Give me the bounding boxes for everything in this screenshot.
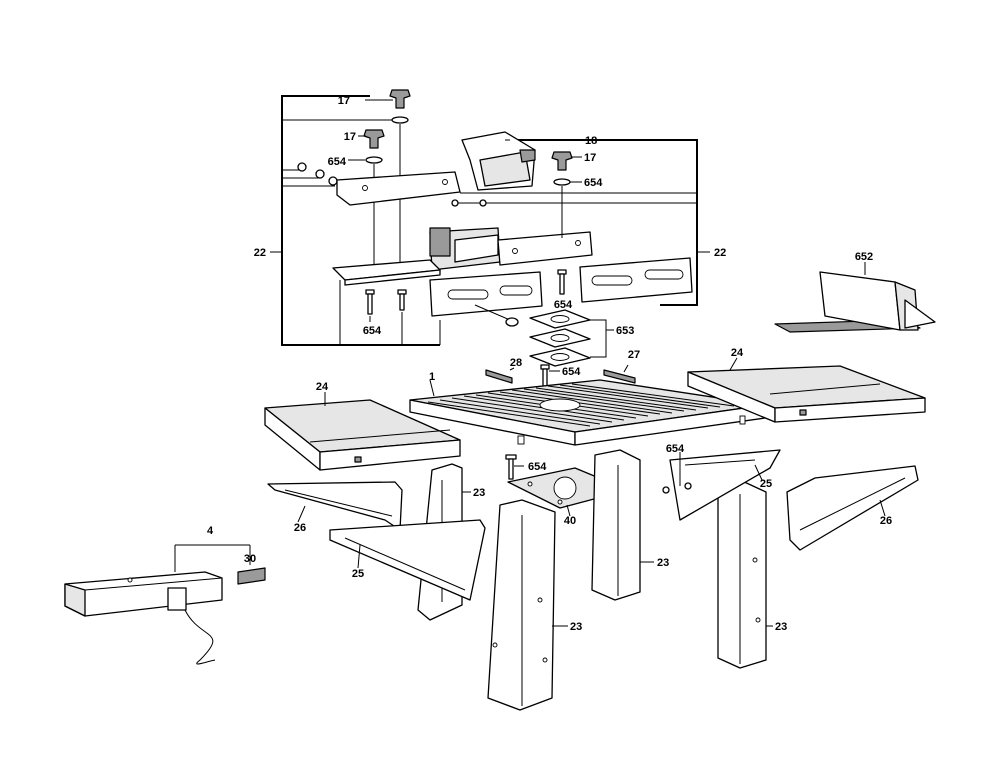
fence-bar-left [336,171,461,206]
callout-labels: 17 17 654 18 17 654 22 22 652 654 654 65… [207,95,892,633]
callout-654-bracket: 654 [666,443,685,455]
brace-26-right [786,465,919,551]
switch-box-4 [64,544,251,665]
callout-30: 30 [244,553,256,565]
callout-28: 28 [510,357,522,369]
fence-bar-right [497,231,593,266]
callout-654-screw-bottom: 654 [528,461,547,473]
screw-654-center [540,364,560,388]
fence-bracket-right [510,139,698,306]
callout-26-right: 26 [880,515,892,527]
screw-654-left [365,289,407,322]
fence-assembly [270,89,710,346]
callout-24-left: 24 [316,381,329,393]
table-top-1 [409,379,766,446]
callout-652: 652 [855,251,873,263]
callout-17-top: 17 [338,95,350,107]
callout-654-center: 654 [562,366,581,378]
callout-23-front-left: 23 [570,621,582,633]
fence-screws-left [297,162,338,186]
fence-base-plate-left [332,259,441,286]
callout-22-right: 22 [714,247,726,259]
miter-gauge-652 [774,271,936,333]
callout-654-left-bottom: 654 [363,325,382,337]
fence-facing-left [429,271,543,317]
callout-23-back-left: 23 [473,487,485,499]
callout-26-left: 26 [294,522,306,534]
callout-25-left: 25 [352,568,364,580]
callout-17-right: 17 [584,152,596,164]
callout-654-left-top: 654 [328,156,347,168]
callout-4: 4 [207,525,214,537]
callout-654-screw-top: 654 [554,299,573,311]
fence-bracket-left [281,95,440,346]
leader-lines [297,99,886,627]
callout-27: 27 [628,349,640,361]
callout-23-front-right: 23 [775,621,787,633]
dust-hood-18 [461,131,536,191]
table-ribs [427,383,735,427]
callout-18: 18 [585,135,597,147]
brace-26-left [267,481,403,531]
extension-wing-24-left [264,399,461,471]
callout-653: 653 [616,325,634,337]
brace-25-left [329,519,486,601]
callout-24-right: 24 [731,347,744,359]
clip-27 [603,364,636,384]
fence-pin-lower [474,304,519,327]
leg-23-front-left [487,499,556,711]
callout-40: 40 [564,515,576,527]
switch-key-30 [237,567,266,585]
leg-23-back-right [591,449,641,601]
knob-17-right [551,151,582,238]
fence-carriage [429,227,501,271]
extension-wing-24-right [687,365,926,423]
callout-1: 1 [429,371,435,383]
callout-25-right: 25 [760,478,772,490]
clip-28 [485,367,515,384]
leg-23-front-right [717,479,767,669]
callout-17-mid: 17 [344,131,356,143]
brace-25-right [662,449,781,521]
callout-23-back-right: 23 [657,557,669,569]
fence-facing-right [579,257,693,303]
fence-pins [451,199,487,207]
screw-654-bottom [505,454,517,480]
insert-rings-653 [529,309,614,367]
screw-654-right [557,269,567,295]
callout-654-right-top: 654 [584,177,603,189]
callout-22-left: 22 [254,247,266,259]
